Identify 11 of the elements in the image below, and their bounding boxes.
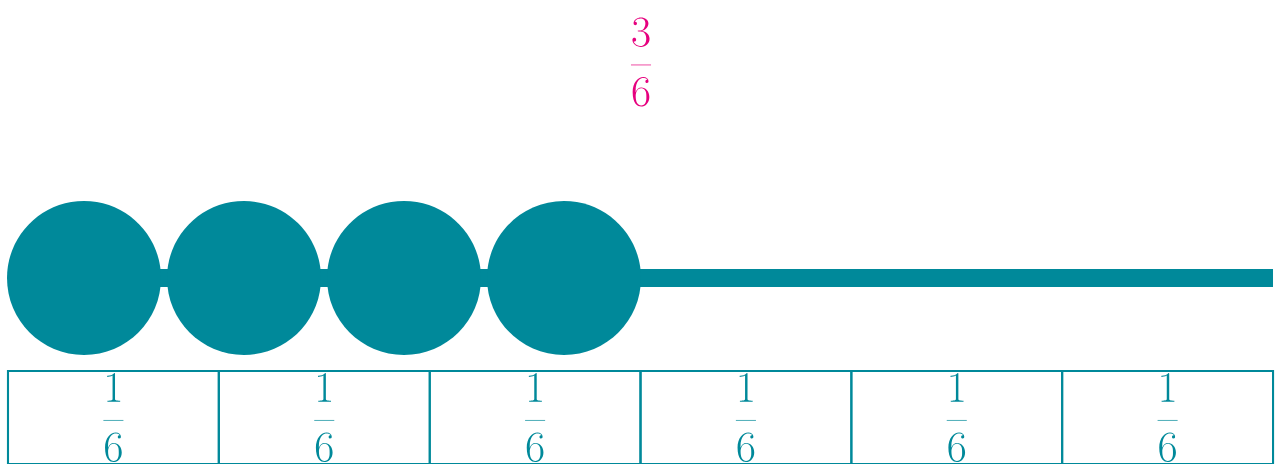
bead [167, 201, 321, 355]
fraction-label: $\frac{3}{6}$ [631, 17, 652, 107]
fraction-cell: $\frac{1}{6}$ [428, 369, 642, 464]
fraction-cell: $\frac{1}{6}$ [6, 369, 220, 464]
bead [7, 201, 161, 355]
fraction-cell: $\frac{1}{6}$ [850, 369, 1064, 464]
fraction-cell: $\frac{1}{6}$ [639, 369, 853, 464]
fraction-cell: $\frac{1}{6}$ [217, 369, 431, 464]
bead [487, 201, 641, 355]
fraction-cell: $\frac{1}{6}$ [1061, 369, 1275, 464]
bead [327, 201, 481, 355]
